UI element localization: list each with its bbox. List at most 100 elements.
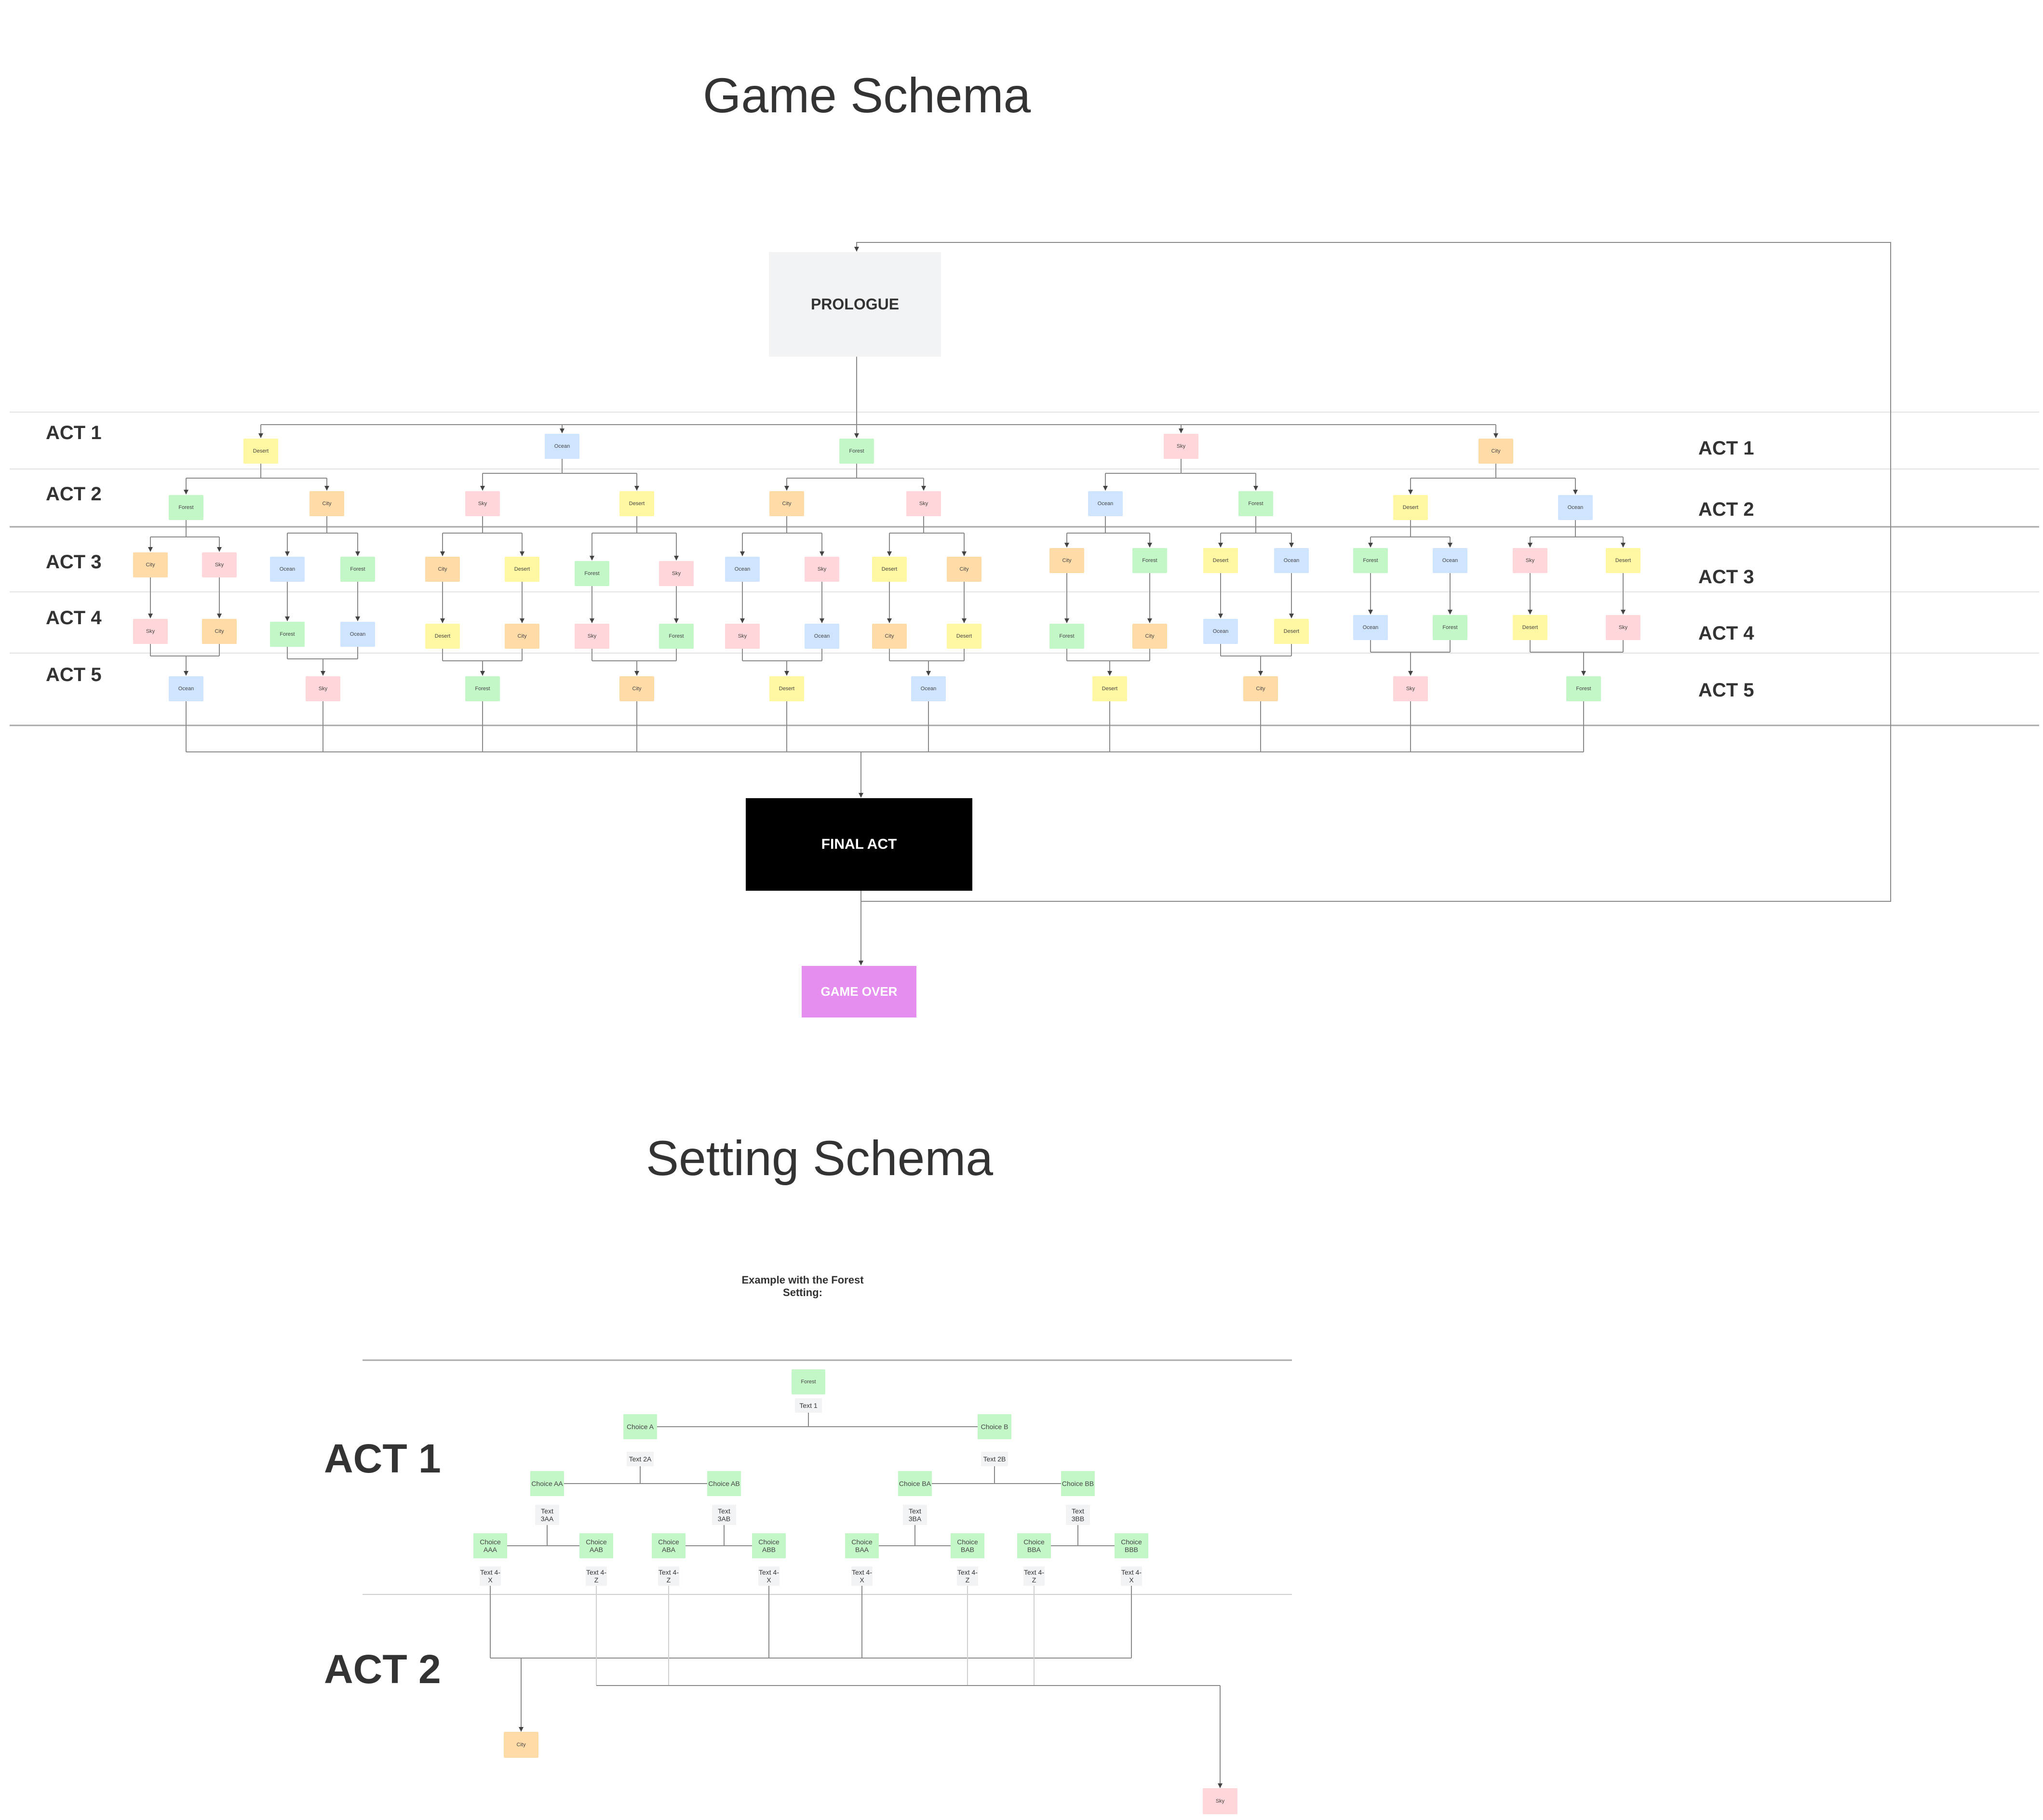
act-3-setting-card[interactable]: Desert — [872, 557, 907, 582]
act-3-setting-card[interactable]: City — [1049, 548, 1084, 573]
act-4-setting-card[interactable]: Forest — [270, 622, 305, 647]
act-4-setting-card[interactable]: Desert — [947, 624, 981, 649]
act-4-setting-card[interactable]: Ocean — [1353, 615, 1388, 640]
act-2-setting-card[interactable]: Sky — [906, 491, 941, 516]
act-3-setting-card[interactable]: Forest — [340, 557, 375, 582]
act-4-setting-card[interactable]: Forest — [1433, 615, 1467, 640]
act-5-setting-card[interactable]: Sky — [1393, 676, 1428, 701]
act-3-setting-card[interactable]: Sky — [805, 557, 839, 582]
choice-card-level2[interactable]: Choice AA — [530, 1471, 564, 1496]
act-1-setting-card[interactable]: Desert — [243, 439, 278, 464]
act-2-setting-card[interactable]: City — [309, 491, 344, 516]
choice-card-level2[interactable]: Choice AB — [707, 1471, 741, 1496]
choice-card-level3[interactable]: Choice ABA — [652, 1533, 685, 1558]
text-node-level3[interactable]: Text 4-X — [480, 1566, 501, 1586]
act-5-setting-card[interactable]: City — [619, 676, 654, 701]
act-3-setting-card[interactable]: Forest — [1353, 548, 1388, 573]
act-3-setting-card[interactable]: City — [947, 557, 981, 582]
choice-card-level2[interactable]: Choice BB — [1061, 1471, 1095, 1496]
act-2-setting-card[interactable]: Forest — [169, 495, 203, 520]
act-3-setting-card[interactable]: Forest — [575, 561, 609, 586]
choice-card-level3[interactable]: Choice BBB — [1115, 1533, 1148, 1558]
act-2-setting-card[interactable]: City — [769, 491, 804, 516]
act-2-setting-card[interactable]: Ocean — [1088, 491, 1123, 516]
act-3-setting-card[interactable]: Desert — [1203, 548, 1238, 573]
act-3-setting-card[interactable]: Ocean — [1274, 548, 1309, 573]
choice-card-level1[interactable]: Choice A — [623, 1414, 657, 1439]
act-4-setting-card[interactable]: Sky — [1606, 615, 1640, 640]
act-4-setting-card[interactable]: Ocean — [340, 622, 375, 647]
act-3-setting-card[interactable]: Sky — [659, 561, 694, 586]
act-5-setting-card[interactable]: Forest — [465, 676, 500, 701]
act-3-setting-card[interactable]: Desert — [505, 557, 539, 582]
outcome-card-sky[interactable]: Sky — [1203, 1788, 1237, 1814]
choice-card-level3[interactable]: Choice BBA — [1017, 1533, 1051, 1558]
act-3-setting-card[interactable]: Sky — [202, 552, 237, 577]
act-5-setting-card[interactable]: Sky — [306, 676, 340, 701]
text-node-level1[interactable]: Text 2B — [981, 1452, 1008, 1466]
act-4-setting-card[interactable]: Ocean — [1203, 619, 1238, 644]
act-3-setting-card[interactable]: Ocean — [1433, 548, 1467, 573]
final-act-box[interactable]: FINAL ACT — [746, 798, 972, 891]
act-2-setting-card[interactable]: Desert — [1393, 495, 1428, 520]
act-1-setting-card[interactable]: Forest — [839, 439, 874, 464]
text-node-level3[interactable]: Text 4-Z — [957, 1566, 978, 1586]
act-4-setting-card[interactable]: Sky — [133, 619, 168, 644]
text-node-level3[interactable]: Text 4-X — [758, 1566, 780, 1586]
act-3-setting-card[interactable]: Forest — [1132, 548, 1167, 573]
forest-root-card[interactable]: Forest — [792, 1369, 825, 1394]
choice-card-level3[interactable]: Choice ABB — [752, 1533, 786, 1558]
act-4-setting-card[interactable]: Sky — [725, 624, 760, 649]
root-text-node[interactable]: Text 1 — [795, 1398, 822, 1413]
act-3-setting-card[interactable]: Ocean — [270, 557, 305, 582]
act-4-setting-card[interactable]: City — [872, 624, 907, 649]
act-5-setting-card[interactable]: Forest — [1566, 676, 1601, 701]
act-1-setting-card[interactable]: Sky — [1164, 434, 1198, 459]
act-4-setting-card[interactable]: City — [505, 624, 539, 649]
text-node-level2[interactable]: Text 3BA — [903, 1505, 927, 1525]
act-4-setting-card[interactable]: Sky — [575, 624, 609, 649]
act-2-setting-card[interactable]: Desert — [619, 491, 654, 516]
text-node-level3[interactable]: Text 4-Z — [586, 1566, 607, 1586]
act-4-setting-card[interactable]: City — [1132, 624, 1167, 649]
act-4-setting-card[interactable]: Desert — [1274, 619, 1309, 644]
choice-card-level3[interactable]: Choice BAB — [951, 1533, 984, 1558]
act-3-setting-card[interactable]: City — [133, 552, 168, 577]
text-node-level2[interactable]: Text 3BB — [1066, 1505, 1090, 1525]
text-node-level1[interactable]: Text 2A — [627, 1452, 654, 1466]
act-1-setting-card[interactable]: Ocean — [545, 434, 579, 459]
act-3-setting-card[interactable]: Sky — [1513, 548, 1547, 573]
act-4-setting-card[interactable]: City — [202, 619, 237, 644]
text-node-level3[interactable]: Text 4-Z — [658, 1566, 679, 1586]
choice-card-level3[interactable]: Choice AAB — [579, 1533, 613, 1558]
act-5-setting-card[interactable]: Ocean — [911, 676, 946, 701]
act-4-setting-card[interactable]: Desert — [1513, 615, 1547, 640]
prologue-box[interactable]: PROLOGUE — [769, 252, 941, 357]
act-5-setting-card[interactable]: City — [1243, 676, 1278, 701]
act-3-setting-card[interactable]: Ocean — [725, 557, 760, 582]
act-2-setting-card[interactable]: Ocean — [1558, 495, 1593, 520]
outcome-card-city[interactable]: City — [504, 1732, 538, 1758]
text-node-level3[interactable]: Text 4-Z — [1023, 1566, 1045, 1586]
choice-card-level3[interactable]: Choice AAA — [473, 1533, 507, 1558]
act-4-setting-card[interactable]: Ocean — [805, 624, 839, 649]
act-2-setting-card[interactable]: Forest — [1238, 491, 1273, 516]
act-5-setting-card[interactable]: Desert — [1092, 676, 1127, 701]
game-over-box[interactable]: GAME OVER — [802, 966, 916, 1017]
choice-card-level3[interactable]: Choice BAA — [845, 1533, 879, 1558]
choice-card-level1[interactable]: Choice B — [978, 1414, 1011, 1439]
act-4-setting-card[interactable]: Desert — [425, 624, 460, 649]
act-2-setting-card[interactable]: Sky — [465, 491, 500, 516]
text-node-level2[interactable]: Text 3AA — [535, 1505, 559, 1525]
act-1-setting-card[interactable]: City — [1478, 439, 1513, 464]
act-5-setting-card[interactable]: Ocean — [169, 676, 203, 701]
text-node-level2[interactable]: Text 3AB — [712, 1505, 736, 1525]
text-node-level3[interactable]: Text 4-X — [851, 1566, 873, 1586]
act-4-setting-card[interactable]: Forest — [1049, 624, 1084, 649]
act-4-setting-card[interactable]: Forest — [659, 624, 694, 649]
act-5-setting-card[interactable]: Desert — [769, 676, 804, 701]
act-3-setting-card[interactable]: City — [425, 557, 460, 582]
text-node-level3[interactable]: Text 4-X — [1121, 1566, 1142, 1586]
act-3-setting-card[interactable]: Desert — [1606, 548, 1640, 573]
choice-card-level2[interactable]: Choice BA — [898, 1471, 932, 1496]
